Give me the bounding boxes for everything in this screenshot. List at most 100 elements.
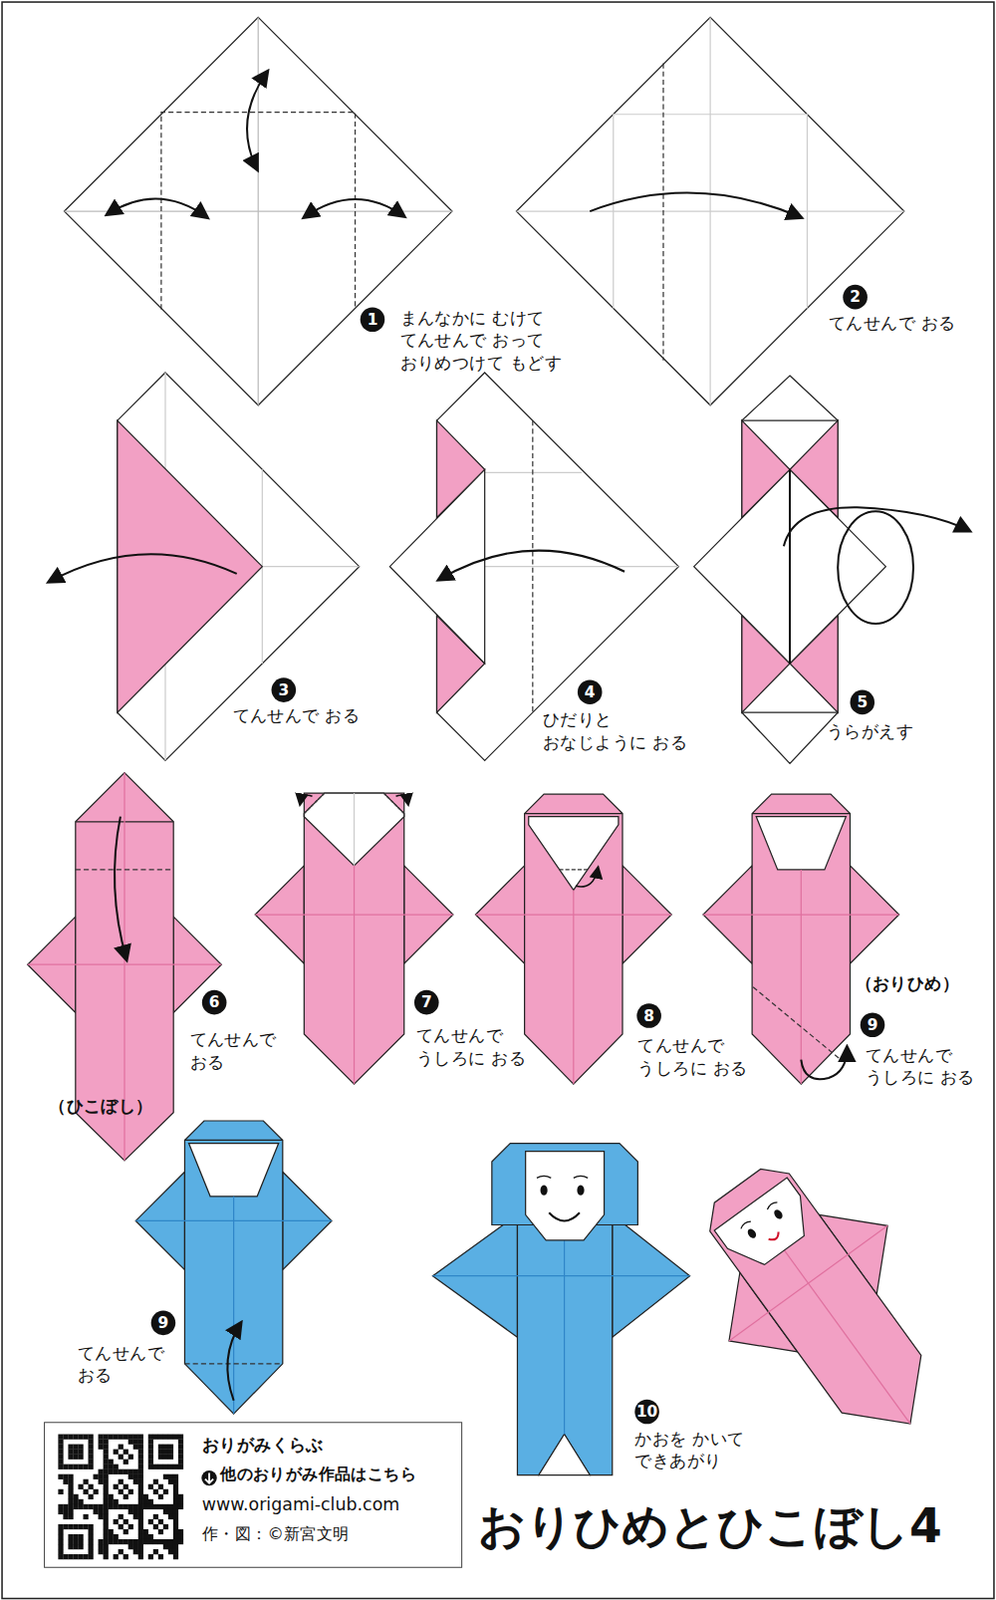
qr-code	[103, 1439, 109, 1445]
step3-paper	[48, 372, 359, 760]
qr-code	[72, 1494, 78, 1499]
hikoboshi-finished	[540, 1185, 548, 1196]
step-instruction: てんせんで おる	[233, 704, 360, 728]
step4-paper	[389, 372, 679, 760]
qr-code	[138, 1484, 144, 1490]
step-instruction: てんせんで おる	[190, 1027, 287, 1073]
step4-paper	[389, 469, 485, 664]
step7-paper	[396, 794, 409, 804]
qr-code	[57, 1508, 63, 1514]
qr-code	[103, 1449, 109, 1455]
qr-code	[158, 1464, 164, 1470]
qr-code	[153, 1513, 159, 1519]
qr-code	[133, 1479, 139, 1485]
qr-code	[168, 1479, 174, 1485]
qr-code	[133, 1503, 139, 1509]
qr-code	[173, 1434, 179, 1440]
qr-code	[173, 1543, 179, 1549]
hikoboshi-finished	[563, 1240, 565, 1435]
orihime-finished	[746, 1227, 758, 1241]
qr-code	[72, 1498, 78, 1504]
qr-code	[67, 1503, 73, 1509]
qr-code	[148, 1459, 154, 1465]
qr-code	[148, 1454, 154, 1460]
qr-code	[128, 1434, 134, 1440]
step1-paper	[257, 16, 259, 405]
qr-code	[103, 1464, 109, 1470]
qr-code	[108, 1469, 114, 1475]
qr-code	[113, 1518, 119, 1524]
qr-code	[123, 1459, 129, 1465]
step7-paper	[383, 792, 404, 813]
qr-code	[133, 1543, 139, 1549]
qr-code	[67, 1543, 73, 1549]
hikoboshi-finished	[516, 1225, 612, 1476]
qr-code	[128, 1454, 134, 1460]
qr-code	[93, 1474, 99, 1480]
qr-code	[138, 1449, 144, 1455]
qr-code	[108, 1498, 114, 1504]
figure-name: （おりひめ）	[855, 971, 961, 995]
qr-code	[88, 1553, 94, 1559]
step-instruction: うらがえす	[826, 719, 914, 743]
qr-code	[118, 1548, 124, 1554]
step9-hikoboshi-paper	[184, 1362, 282, 1364]
qr-code	[133, 1508, 139, 1514]
qr-code	[57, 1528, 63, 1534]
qr-code	[163, 1543, 169, 1549]
qr-code	[133, 1434, 139, 1440]
hikoboshi-finished	[538, 1434, 590, 1476]
step4-paper	[531, 420, 533, 713]
step1-paper	[64, 16, 453, 405]
qr-code	[72, 1553, 78, 1559]
step8-paper	[528, 816, 619, 891]
qr-code	[77, 1434, 83, 1440]
step-number: 3	[271, 677, 297, 703]
step9-orihime-paper	[703, 793, 900, 1084]
qr-code	[57, 1464, 63, 1470]
qr-code	[88, 1548, 94, 1554]
qr-code	[88, 1444, 94, 1450]
qr-code	[133, 1444, 139, 1450]
step-instruction: まんなかに むけて てんせんで おって おりめつけて もどす	[400, 305, 590, 374]
hikoboshi-finished	[432, 1143, 690, 1476]
qr-code	[57, 1538, 63, 1544]
qr-code	[103, 1513, 109, 1519]
step8-paper	[572, 889, 574, 1084]
qr-code	[153, 1548, 159, 1554]
qr-code	[163, 1434, 169, 1440]
qr-code	[57, 1553, 63, 1559]
qr-code	[67, 1444, 73, 1450]
qr-code	[128, 1469, 134, 1475]
qr-code	[138, 1444, 144, 1450]
qr-code	[138, 1479, 144, 1485]
qr-code	[163, 1474, 169, 1480]
qr-code	[153, 1489, 159, 1494]
step8-paper	[575, 867, 599, 887]
qr-code	[148, 1439, 154, 1445]
qr-code	[67, 1489, 73, 1494]
qr-code	[88, 1434, 94, 1440]
qr-code	[77, 1464, 83, 1470]
qr-code	[123, 1434, 129, 1440]
qr-code	[118, 1434, 124, 1440]
qr-code	[62, 1434, 68, 1440]
qr-code	[148, 1444, 154, 1450]
qr-code	[93, 1489, 99, 1494]
qr-code	[163, 1444, 169, 1450]
step9-orihime-paper	[703, 913, 900, 915]
qr-code	[143, 1528, 149, 1534]
qr-code	[98, 1474, 104, 1480]
step-instruction: てんせんで うしろに おる	[416, 1023, 549, 1069]
qr-code	[148, 1449, 154, 1455]
qr-code	[178, 1464, 184, 1470]
qr-code	[178, 1449, 184, 1455]
qr-code	[103, 1444, 109, 1450]
qr-code	[118, 1523, 124, 1529]
qr-code	[103, 1469, 109, 1475]
step9-orihime-paper	[751, 793, 850, 1084]
qr-code	[57, 1444, 63, 1450]
qr-code	[67, 1553, 73, 1559]
step8-paper	[558, 868, 588, 870]
qr-code	[113, 1498, 119, 1504]
